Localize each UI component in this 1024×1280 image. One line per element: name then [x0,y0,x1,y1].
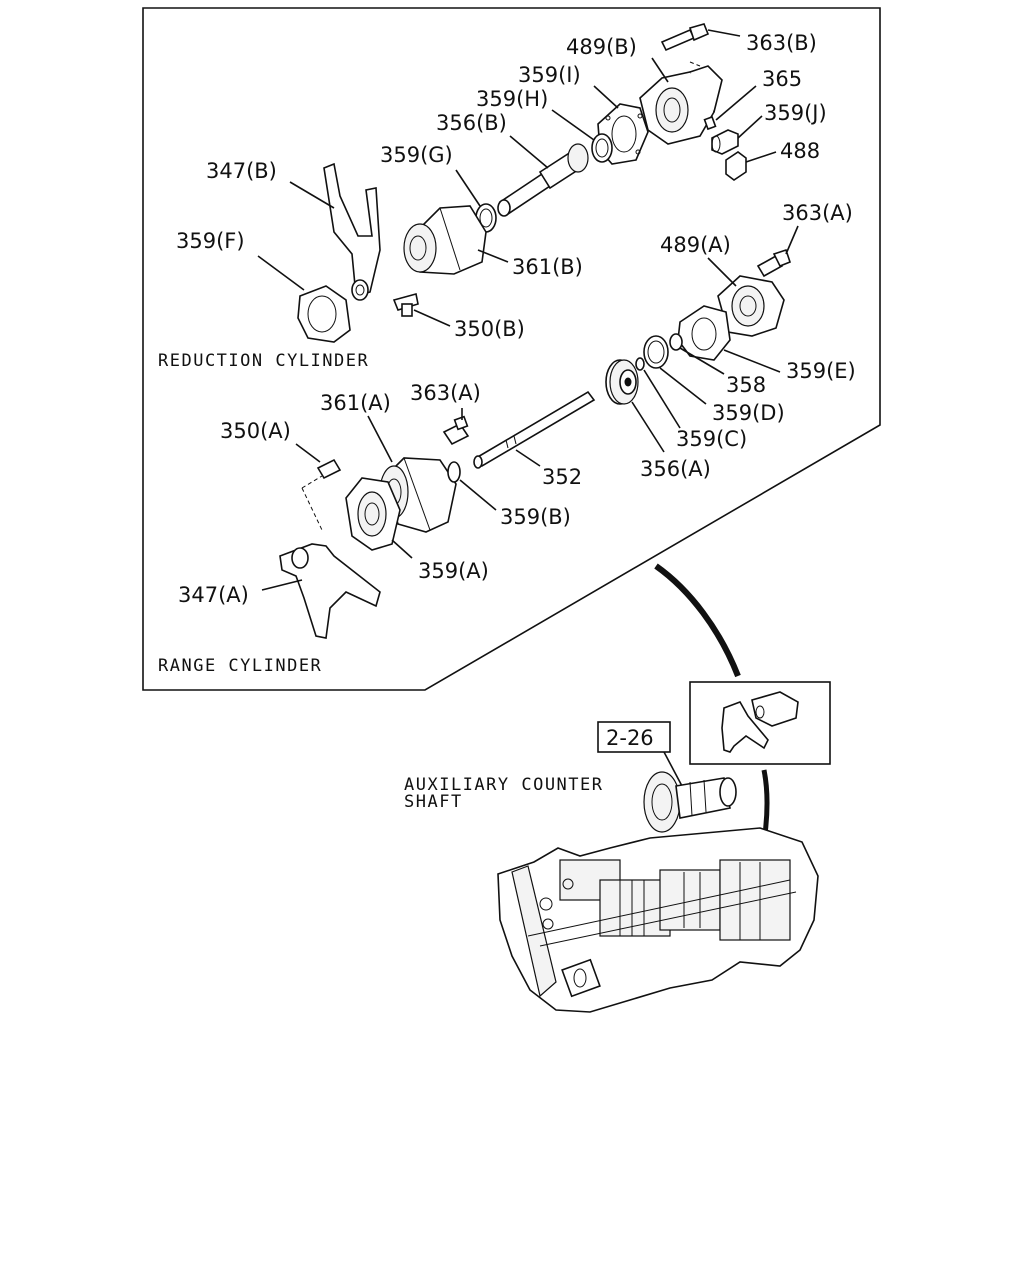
label-488: 488 [780,139,820,163]
label-359c: 359(C) [676,427,747,451]
fork-347b-icon [289,162,381,301]
label-359i: 359(I) [518,63,581,87]
pin-365-icon [703,85,757,131]
label-356a: 356(A) [640,457,711,481]
bolt-350a-icon [295,443,342,531]
label-363a-top: 363(A) [782,201,853,225]
gasket-359a-icon [345,477,413,559]
label-359g: 359(G) [380,143,453,167]
fitting-488-icon [725,151,777,181]
caption-aux-counter-line1: AUXILIARY COUNTER [404,775,604,795]
caption-aux-counter-line2: SHAFT [404,792,463,812]
bolt-363a-mid-icon [442,408,470,446]
cylinder-361b-icon [403,205,509,275]
label-352: 352 [542,465,582,489]
label-358: 358 [726,373,766,397]
caption-reduction-cylinder: REDUCTION CYLINDER [158,351,369,371]
label-363a-mid: 363(A) [410,381,481,405]
nut-358-icon [669,333,725,375]
label-363b: 363(B) [746,31,817,55]
piston-356b-icon [497,135,589,217]
oring-359c-icon [635,357,681,429]
label-350a: 350(A) [220,419,291,443]
gasket-359f-icon [257,255,351,343]
seal-359j-icon [711,115,763,155]
label-365: 365 [762,67,802,91]
ref-box-label: 2-26 [606,726,654,750]
oring-359h-icon [551,109,613,163]
label-489b: 489(B) [566,35,637,59]
fork-347a-icon [261,543,381,639]
label-350b: 350(B) [454,317,525,341]
label-359e: 359(E) [786,359,856,383]
label-347a: 347(A) [178,583,249,607]
inset-box [689,681,831,765]
oring-359d-icon [643,335,707,405]
transmission-assembly-icon [497,827,819,1013]
gasket-359e-icon [677,305,781,373]
label-361a: 361(A) [320,391,391,415]
ref-box [597,721,671,753]
diagram-frame [142,7,881,691]
label-359f: 359(F) [176,229,245,253]
label-359d: 359(D) [712,401,785,425]
bolt-363a-top-icon [756,225,799,278]
callout-curve [654,563,741,678]
bolt-363b-icon [660,23,741,52]
label-359a: 359(A) [418,559,489,583]
piston-356a-icon [605,359,665,453]
label-347b: 347(B) [206,159,277,183]
cylinder-361a-icon [367,415,457,533]
label-489a: 489(A) [660,233,731,257]
cover-489b-icon [639,57,723,145]
label-359h: 359(H) [476,87,548,111]
shaft-352-icon [473,390,596,469]
label-359j: 359(J) [764,101,827,125]
label-359b: 359(B) [500,505,571,529]
cover-489a-icon [707,257,785,337]
caption-range-cylinder: RANGE CYLINDER [158,656,322,676]
oring-359b-icon [447,461,497,511]
label-361b: 361(B) [512,255,583,279]
bolt-350b-icon [392,293,451,327]
inset-fork-icon [721,691,799,753]
label-356b: 356(B) [436,111,507,135]
aux-counter-shaft-gear-icon [643,771,737,833]
